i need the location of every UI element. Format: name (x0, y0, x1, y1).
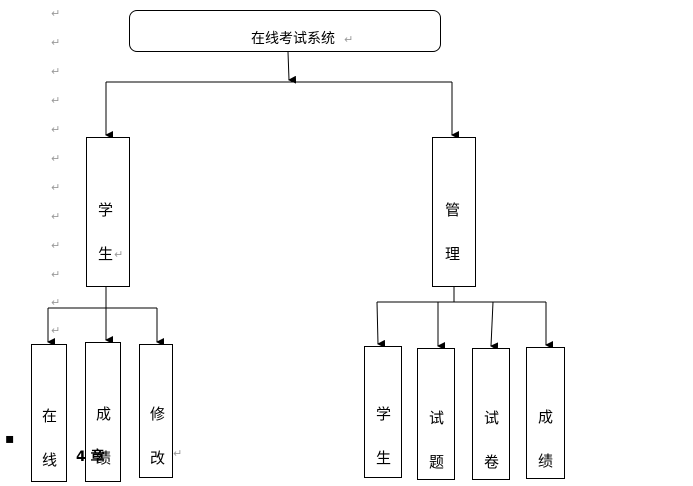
root-node-label: 在线考试系统 (251, 31, 335, 47)
questions-node: 试 题 (417, 348, 455, 480)
root-node: 在线考试系统 ↵ (129, 10, 441, 52)
admin-grades-node-char-2: 绩 (538, 452, 554, 470)
papers-node: 试 卷 (472, 348, 510, 480)
root-return-mark: ↵ (344, 33, 354, 46)
caption-text: 4 章 (76, 449, 105, 465)
papers-node-char-1: 试 (484, 409, 500, 427)
paragraph-mark-4: ↵ (51, 94, 61, 107)
paragraph-mark-12: ↵ (51, 324, 61, 337)
papers-node-char-2: 卷 (484, 453, 500, 471)
modify-node-char-2: 改 (150, 449, 166, 467)
questions-node-char-1: 试 (429, 409, 445, 427)
connector-to-papers (490, 301, 499, 351)
paragraph-mark-1: ↵ (51, 7, 61, 20)
grades-node-char-1: 成 (96, 405, 112, 423)
paragraph-mark-8: ↵ (51, 210, 61, 223)
paragraph-mark-7: ↵ (51, 181, 61, 194)
student-return-mark: ↵ (114, 248, 124, 261)
admin-grades-node: 成 绩 (526, 347, 565, 479)
admin-node-char-2: 理 (445, 245, 461, 263)
connector-to-admin-student (376, 301, 386, 348)
modify-node-char-1: 修 (150, 405, 166, 423)
paragraph-mark-3: ↵ (51, 65, 61, 78)
paragraph-mark-11: ↵ (51, 296, 61, 309)
modify-return-mark: ↵ (173, 447, 183, 460)
student-node-char-2: 生 (98, 245, 114, 263)
admin-student-node: 学 生 (364, 346, 402, 478)
paragraph-mark-6: ↵ (51, 152, 61, 165)
modify-node: 修 改 ↵ (139, 344, 182, 478)
student-node-char-1: 学 (98, 201, 114, 219)
grades-node: 成 绩 (85, 342, 121, 482)
grades-node-char-2: 绩 (96, 449, 112, 467)
connector-root-down (287, 51, 297, 84)
online-node: 在 线 (31, 344, 67, 482)
student-node: 学 生 ↵ (86, 137, 130, 287)
admin-node: 管 理 (432, 137, 476, 287)
paragraph-mark-5: ↵ (51, 123, 61, 136)
questions-node-char-2: 题 (429, 453, 445, 471)
admin-node-char-1: 管 (445, 201, 461, 219)
admin-student-node-char-1: 学 (376, 405, 392, 423)
paragraph-mark-9: ↵ (51, 239, 61, 252)
paragraph-mark-2: ↵ (51, 36, 61, 49)
admin-grades-node-char-1: 成 (538, 408, 554, 426)
caption-bullet: ▪ (5, 431, 15, 447)
online-node-char-2: 线 (42, 451, 58, 469)
admin-student-node-char-2: 生 (376, 449, 392, 467)
paragraph-mark-10: ↵ (51, 268, 61, 281)
online-node-char-1: 在 (42, 407, 58, 425)
